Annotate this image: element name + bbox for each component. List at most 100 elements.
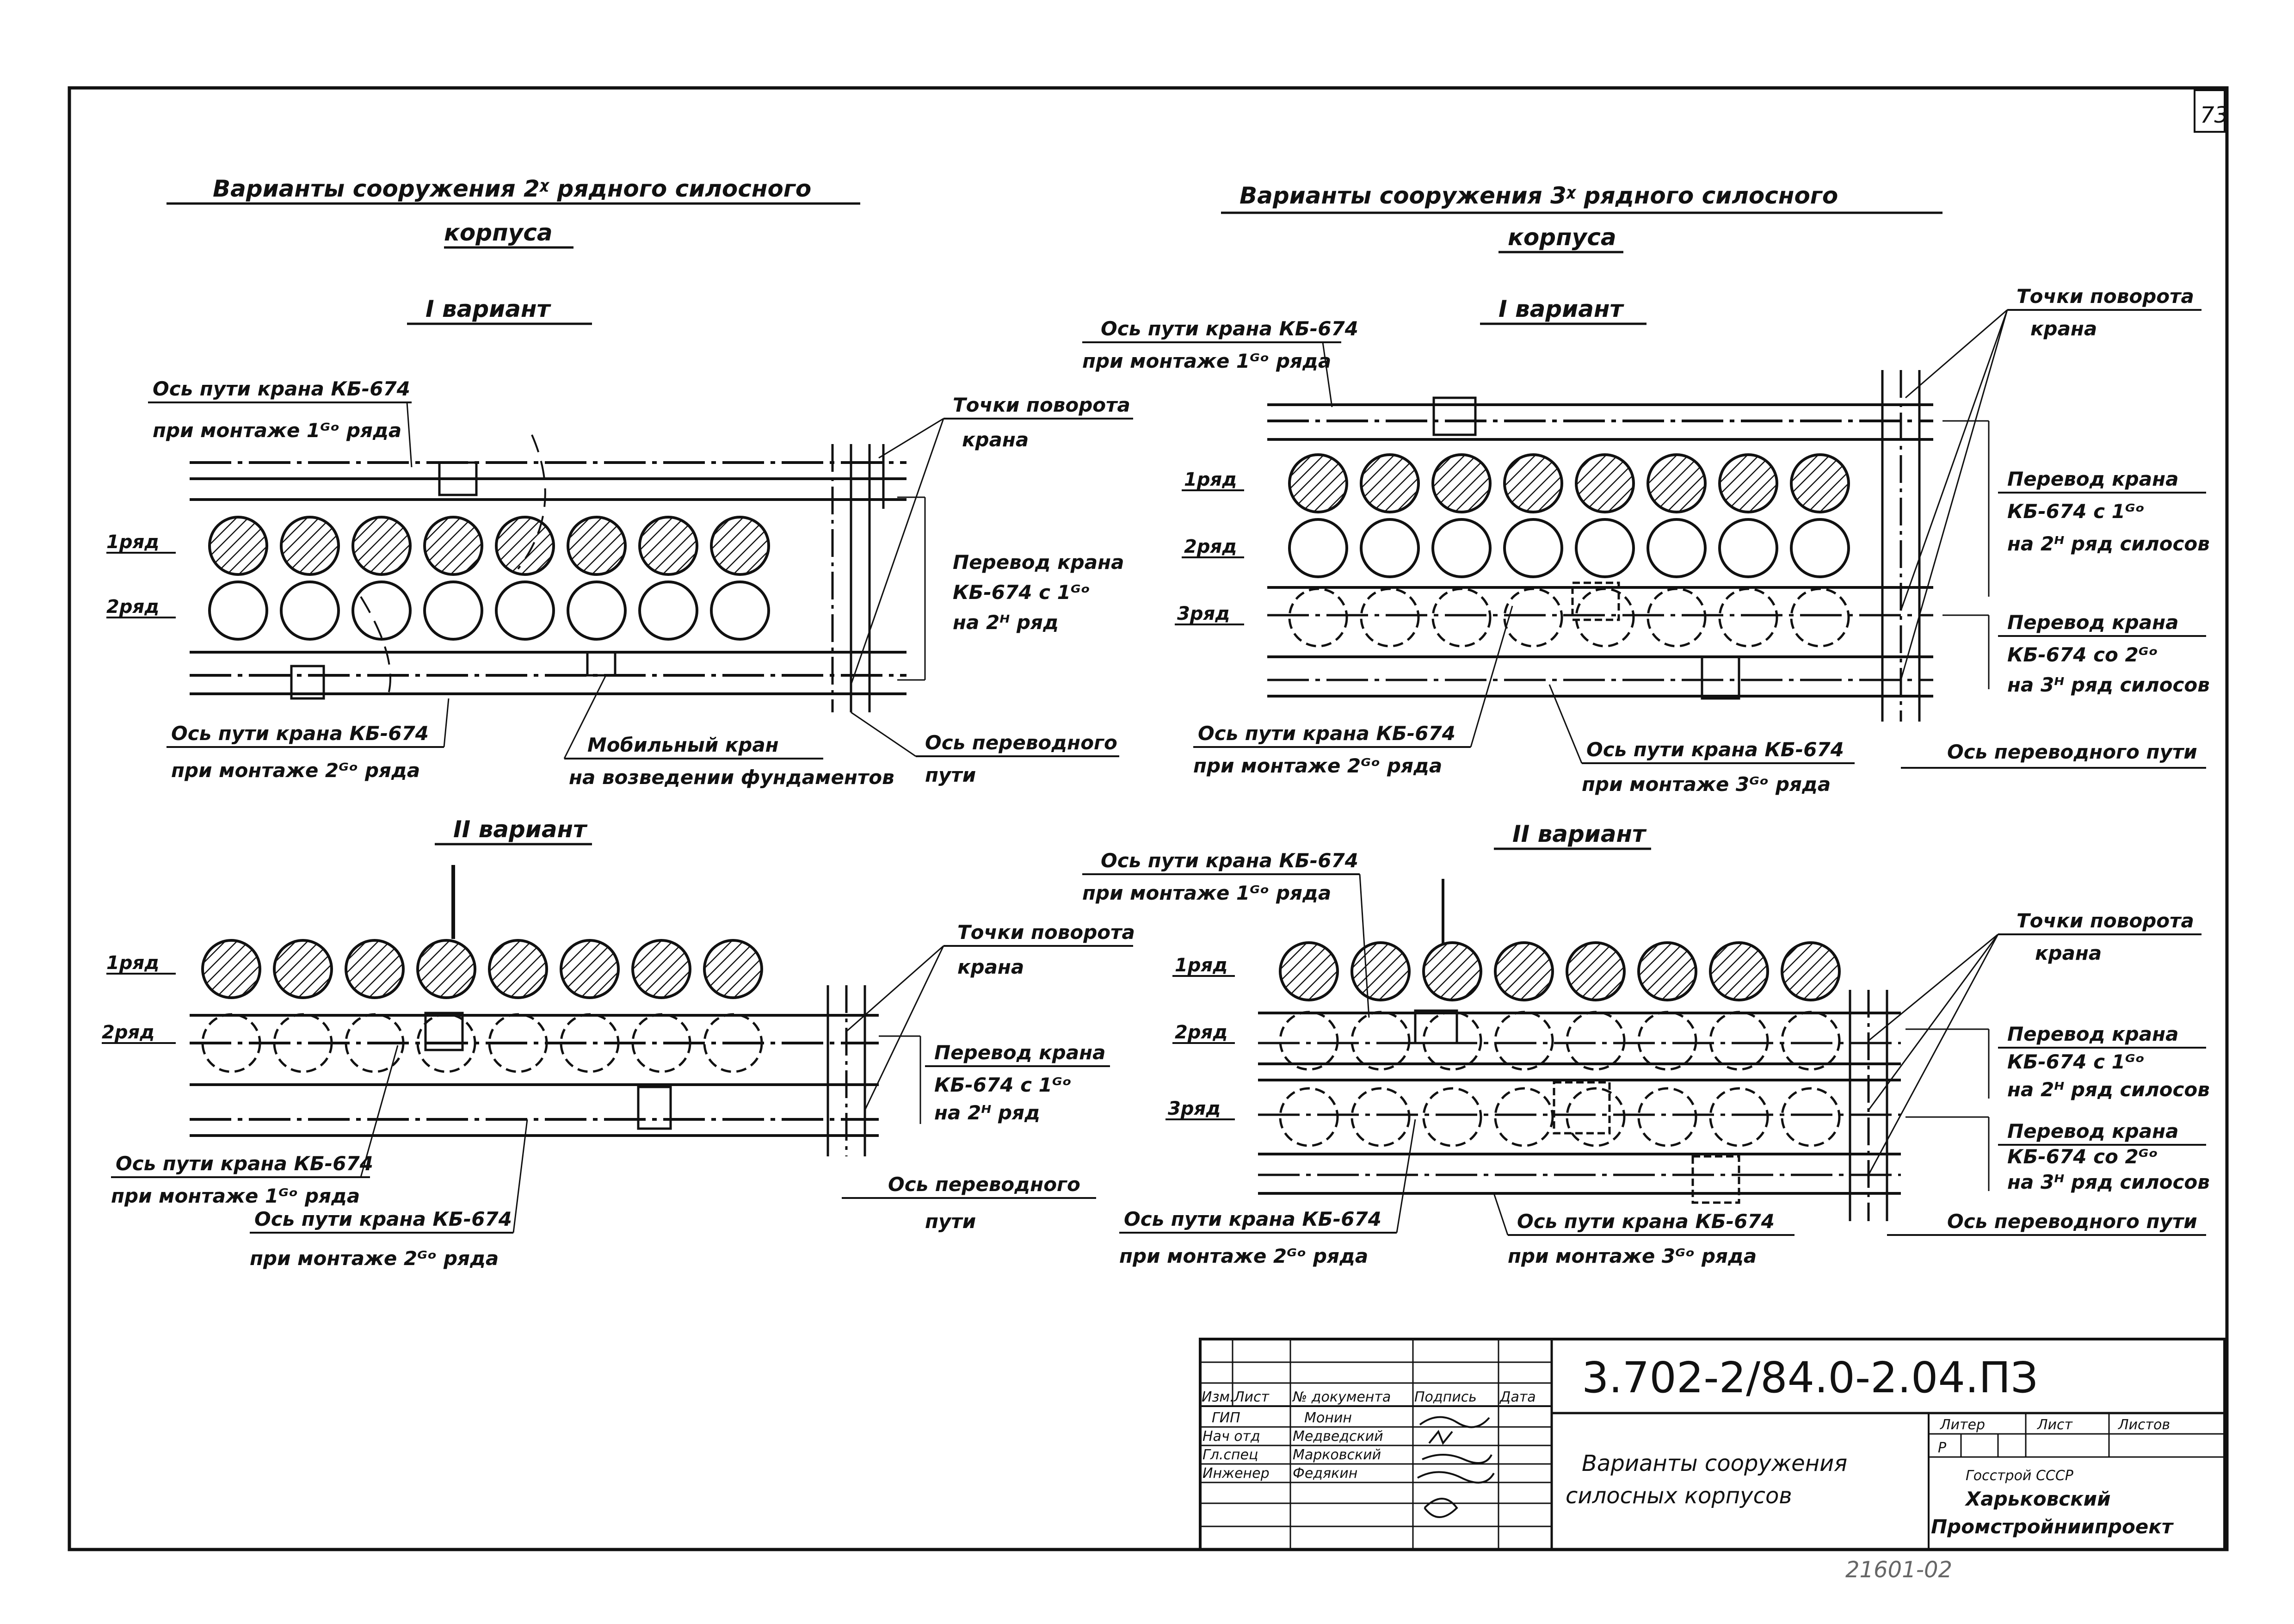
three-row-v1-turn-line2: крана <box>2030 317 2097 340</box>
three-row-v2-transfer2-line3: на 3ᴴ ряд силосов <box>2007 1171 2210 1193</box>
three-row-v2-heading: II вариант <box>1512 821 1647 847</box>
two-row-v1-mobile-line2: на возведении фундаментов <box>569 766 894 789</box>
two-row-v2-transfer-line3: на 2ᴴ ряд <box>934 1101 1040 1124</box>
title-block-sheets-header: Листов <box>2118 1417 2170 1433</box>
page-number-box <box>2194 89 2226 133</box>
three-row-v1-row3-silos <box>1288 587 1850 648</box>
three-row-v1-transfer2-line2: КБ-674 со 2ᴳᵒ <box>2007 643 2158 666</box>
two-row-v2-axis2-line2: при монтаже 2ᴳᵒ ряда <box>250 1247 499 1270</box>
title-block-header-date: Дата <box>1499 1389 1536 1405</box>
two-row-v1-axis1-line2: при монтаже 1ᴳᵒ ряда <box>153 419 401 442</box>
two-row-v1-turn-line1: Точки поворота <box>953 394 1130 416</box>
two-row-v2-transfer-axis-line1: Ось переводного <box>888 1173 1080 1196</box>
two-row-v1-axis2-line2: при монтаже 2ᴳᵒ ряда <box>171 759 420 782</box>
title-block-name-3: Марковский <box>1293 1447 1381 1463</box>
title-block-stage-header: Литер <box>1940 1417 1985 1433</box>
two-row-v2-crane1 <box>424 1012 464 1051</box>
two-row-v1-transfer-line1: Перевод крана <box>953 551 1124 574</box>
three-row-v2-row2-label: 2ряд <box>1175 1022 1227 1043</box>
three-row-v2-row3-label: 3ряд <box>1168 1098 1221 1119</box>
three-row-v1-turn-line1: Точки поворота <box>2016 285 2194 308</box>
two-row-v2-heading: II вариант <box>453 816 588 843</box>
signature-3 <box>1422 1454 1492 1464</box>
three-row-title-line1: Варианты сооружения 3ᵡ рядного силосного <box>1240 182 1838 209</box>
three-row-v2-axis1-line1: Ось пути крана КБ-674 <box>1101 849 1358 872</box>
signature-4 <box>1417 1471 1495 1484</box>
three-row-v1-transfer1-line3: на 2ᴴ ряд силосов <box>2007 532 2210 555</box>
three-row-v2-transfer1-line2: КБ-674 с 1ᴳᵒ <box>2007 1050 2145 1073</box>
three-row-v2-row1-label: 1ряд <box>1175 955 1227 976</box>
three-row-v2-crane2 <box>1553 1081 1611 1135</box>
two-row-v1-crane1 <box>438 461 478 496</box>
title-block-org-line2: Харьковский <box>1964 1488 2111 1510</box>
title-block-role-4: Инженер <box>1202 1465 1270 1482</box>
three-row-v1-axis2-line1: Ось пути крана КБ-674 <box>1198 722 1455 745</box>
two-row-variant1: I вариант Ось пути крана КБ-674 при монт… <box>106 296 1133 789</box>
title-block-role-2: Нач отд <box>1202 1428 1260 1445</box>
three-row-v1-axis1-line1: Ось пути крана КБ-674 <box>1101 317 1358 340</box>
three-row-v1-axis3-line1: Ось пути крана КБ-674 <box>1586 738 1844 761</box>
three-row-v2-transfer1-line1: Перевод крана <box>2007 1023 2178 1045</box>
page-number: 73 <box>2200 102 2228 128</box>
two-row-title-line2: корпуса <box>444 219 553 246</box>
two-row-v2-turn-line1: Точки поворота <box>957 921 1135 944</box>
two-row-v1-row1-label: 1ряд <box>106 531 159 553</box>
title-block-header-doc: № документа <box>1292 1389 1391 1405</box>
three-row-v1-row1-silos <box>1288 453 1850 513</box>
two-row-v2-axis1-line2: при монтаже 1ᴳᵒ ряда <box>111 1185 360 1207</box>
three-row-v2-turn-line2: крана <box>2035 942 2102 964</box>
two-row-v1-axis1-line1: Ось пути крана КБ-674 <box>153 377 410 400</box>
two-row-v1-transfer-line3: на 2ᴴ ряд <box>953 611 1059 634</box>
title-block: 3.702-2/84.0-2.04.ПЗ Изм. Лист № докумен… <box>1199 1338 2226 1551</box>
three-row-v2-axis3-line2: при монтаже 3ᴳᵒ ряда <box>1508 1245 1757 1267</box>
two-row-title-line1: Варианты сооружения 2ᵡ рядного силосного <box>213 175 811 202</box>
two-row-v1-row2-label: 2ряд <box>106 596 159 617</box>
two-row-v1-row1-silos <box>208 516 770 576</box>
three-row-v1-crane2 <box>1571 581 1620 621</box>
title-block-name-4: Федякин <box>1293 1465 1357 1482</box>
title-block-sheet-header: Лист <box>2037 1417 2073 1433</box>
title-block-org-line3: Промстройниипроект <box>1931 1515 2174 1538</box>
title-block-role-3: Гл.спец <box>1202 1447 1258 1463</box>
three-row-v2-axis3-line1: Ось пути крана КБ-674 <box>1517 1210 1775 1233</box>
title-block-header-izm: Изм. <box>1202 1389 1234 1405</box>
three-row-v1-row1-label: 1ряд <box>1184 469 1237 490</box>
title-block-drawing-title-line2: силосных корпусов <box>1566 1483 1792 1509</box>
two-row-v1-turn-line2: крана <box>962 428 1029 451</box>
three-row-v1-row2-label: 2ряд <box>1184 536 1237 557</box>
two-row-title: Варианты сооружения 2ᵡ рядного силосного… <box>166 175 860 249</box>
two-row-v2-turn-line2: крана <box>957 956 1024 978</box>
signature-1 <box>1419 1416 1490 1428</box>
title-block-drawing-title-line1: Варианты сооружения <box>1582 1451 1847 1476</box>
three-row-variant1: I вариант Ось пути крана КБ-674 при монт… <box>1082 285 2210 796</box>
three-row-v1-axis3-line2: при монтаже 3ᴳᵒ ряда <box>1582 773 1831 796</box>
three-row-v1-row3-label: 3ряд <box>1177 603 1230 624</box>
two-row-v2-crane2 <box>637 1086 672 1130</box>
title-block-doc-code: 3.702-2/84.0-2.04.ПЗ <box>1582 1353 2038 1402</box>
two-row-v2-transfer-axis-line2: пути <box>925 1210 976 1233</box>
two-row-v2-transfer-line1: Перевод крана <box>934 1041 1105 1064</box>
three-row-v2-turn-line1: Точки поворота <box>2016 909 2194 932</box>
three-row-v2-row1-silos <box>1279 941 1841 1001</box>
three-row-v1-transfer2-line1: Перевод крана <box>2007 611 2178 634</box>
title-block-name-1: Монин <box>1304 1410 1352 1426</box>
three-row-title-line2: корпуса <box>1508 224 1616 251</box>
title-block-org-line1: Госстрой СССР <box>1966 1468 2074 1484</box>
stamp-number: 21601-02 <box>1845 1557 1952 1583</box>
three-row-v2-row2-silos <box>1279 1011 1841 1071</box>
three-row-v2-transfer2-line1: Перевод крана <box>2007 1120 2178 1142</box>
three-row-v1-row2-silos <box>1288 518 1850 578</box>
three-row-v1-axis2-line2: при монтаже 2ᴳᵒ ряда <box>1193 754 1442 777</box>
three-row-v2-axis1-line2: при монтаже 1ᴳᵒ ряда <box>1082 882 1331 904</box>
two-row-v1-transfer-axis-line1: Ось переводного <box>925 731 1117 754</box>
signature-5 <box>1424 1498 1458 1518</box>
three-row-v2-row3-silos <box>1279 1087 1841 1147</box>
three-row-v2-axis2-line1: Ось пути крана КБ-674 <box>1124 1208 1381 1230</box>
three-row-v2-crane3 <box>1691 1155 1740 1204</box>
three-row-v1-crane1 <box>1432 396 1477 436</box>
two-row-v2-transfer-line2: КБ-674 с 1ᴳᵒ <box>934 1074 1072 1096</box>
title-block-name-2: Медведский <box>1293 1428 1383 1445</box>
two-row-v2-row1-label: 1ряд <box>106 952 159 974</box>
two-row-variant2: II вариант <box>102 816 1135 1270</box>
